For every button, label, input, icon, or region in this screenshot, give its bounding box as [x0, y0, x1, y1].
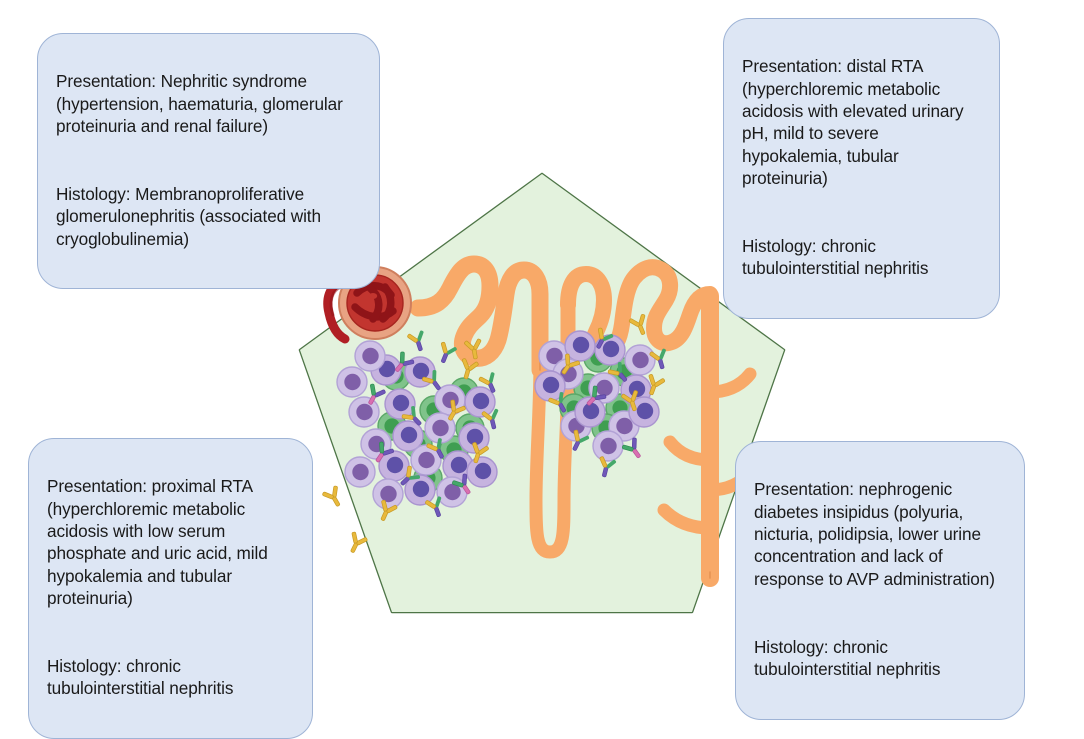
collecting-duct-branch-upper: [703, 367, 757, 399]
callout-histology-text: Histology: chronic tubulointerstitial ne…: [754, 636, 941, 680]
glomerulus: [323, 266, 412, 344]
callout-histology-text: Histology: Membranoproliferative glomeru…: [56, 184, 321, 249]
callout-histology-text: Histology: chronic tubulointerstitial ne…: [742, 236, 929, 279]
callout-proximal-rta: Presentation: proximal RTA (hyperchlorem…: [28, 438, 313, 739]
callout-presentation-text: Presentation: nephrogenic diabetes insip…: [754, 479, 995, 589]
callout-nephrogenic-di: Presentation: nephrogenic diabetes insip…: [735, 441, 1025, 720]
nephron-tubules: [409, 255, 757, 587]
collecting-duct-branch-bottom: [657, 503, 717, 535]
loop-of-henle: [529, 353, 575, 559]
callout-presentation-text: Presentation: Nephritic syndrome (hypert…: [56, 71, 343, 137]
distal-convoluted-tubule: [560, 259, 718, 359]
callout-distal-rta: Presentation: distal RTA (hyperchloremic…: [723, 18, 1000, 320]
renal-manifestations-figure: Presentation: Nephritic syndrome (hypert…: [28, 18, 1025, 739]
callout-presentation-text: Presentation: proximal RTA (hyperchlorem…: [47, 476, 268, 609]
callout-nephritic-syndrome: Presentation: Nephritic syndrome (hypert…: [37, 33, 380, 290]
callout-presentation-text: Presentation: distal RTA (hyperchloremic…: [742, 56, 964, 189]
kidney-nephron-illustration: [268, 160, 816, 620]
collecting-duct-branch-mid: [663, 435, 717, 467]
proximal-convoluted-tubule: [409, 255, 549, 379]
callout-histology-text: Histology: chronic tubulointerstitial ne…: [47, 656, 234, 699]
